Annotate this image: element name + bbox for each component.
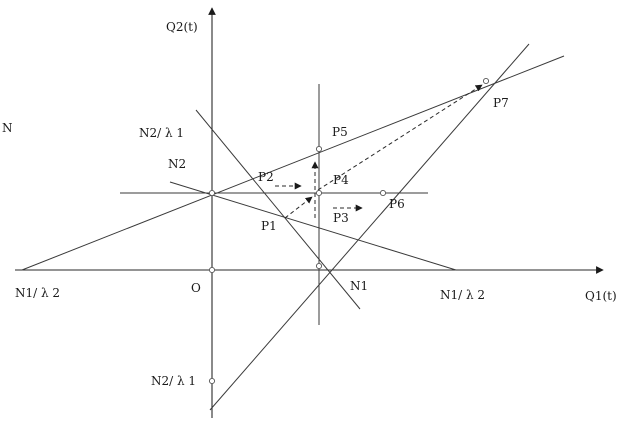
point-origin bbox=[208, 266, 216, 274]
n2-lambda1-bottom-label: N2/ λ 1 bbox=[151, 374, 196, 388]
y-axis-label: Q2(t) bbox=[166, 20, 198, 34]
steep-line-n2-lambda1 bbox=[209, 43, 530, 411]
line-n2-lambda1-to-n1 bbox=[195, 109, 361, 310]
n1-lambda2-right-label: N1/ λ 2 bbox=[440, 288, 485, 302]
origin-label: O bbox=[191, 281, 201, 295]
p7-label: P7 bbox=[493, 96, 509, 110]
point-p4 bbox=[315, 189, 323, 197]
x-axis-label: Q1(t) bbox=[585, 289, 617, 303]
p6-label: P6 bbox=[389, 197, 405, 211]
trajectory-p5-p7 bbox=[317, 84, 483, 191]
stray-mark-label: N bbox=[2, 121, 13, 135]
point-p5 bbox=[315, 145, 323, 153]
line-n2-to-n1-lambda2 bbox=[169, 181, 457, 271]
n2-label: N2 bbox=[168, 157, 186, 171]
point-n1 bbox=[315, 262, 323, 270]
p3-label: P3 bbox=[333, 211, 349, 225]
n2-lambda1-top-label: N2/ λ 1 bbox=[139, 126, 184, 140]
point-p7 bbox=[482, 77, 490, 85]
trajectory-p1-p4 bbox=[284, 196, 313, 219]
point-n2-intersection bbox=[208, 189, 216, 197]
point-p6 bbox=[379, 189, 387, 197]
p4-label: P4 bbox=[333, 173, 349, 187]
n1-lambda2-left-label: N1/ λ 2 bbox=[15, 286, 60, 300]
p1-label: P1 bbox=[261, 219, 277, 233]
p2-label: P2 bbox=[258, 170, 274, 184]
n1-label: N1 bbox=[350, 279, 368, 293]
p5-label: P5 bbox=[332, 125, 348, 139]
shallow-line-n1-lambda2 bbox=[21, 55, 565, 271]
point-n2-lambda1-bottom bbox=[208, 377, 216, 385]
